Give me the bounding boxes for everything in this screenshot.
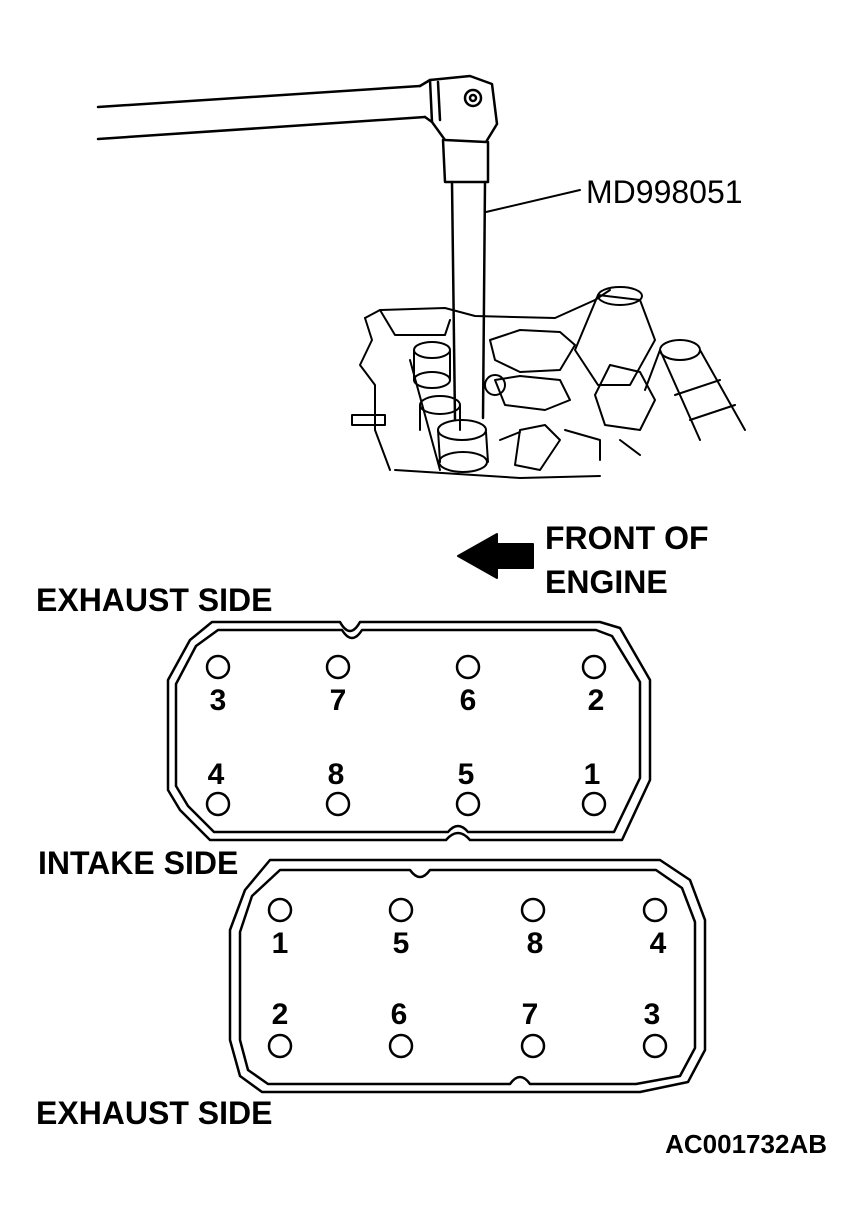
upper-bolt-number: 2 — [587, 684, 605, 717]
bolt-hole-icon — [267, 1033, 293, 1059]
lower-bolt-number: 7 — [521, 998, 539, 1031]
wrench-illustration — [96, 74, 581, 422]
bolt-hole-icon — [388, 897, 414, 923]
lower-exhaust-side-label: EXHAUST SIDE — [36, 1095, 273, 1131]
bolt-hole-icon — [325, 791, 351, 817]
bolt-hole-icon — [642, 897, 668, 923]
upper-exhaust-side-label: EXHAUST SIDE — [36, 582, 273, 618]
bolt-hole-icon — [205, 791, 231, 817]
intake-side-label: INTAKE SIDE — [38, 845, 239, 881]
upper-bolt-number: 7 — [329, 684, 347, 717]
figure-code: AC001732AB — [665, 1129, 827, 1159]
lower-bolt-holes — [267, 897, 668, 1059]
front-arrow-icon — [457, 533, 534, 579]
upper-head-outline — [166, 620, 652, 842]
lower-bolt-number: 8 — [526, 927, 544, 960]
lower-bolt-number: 4 — [649, 927, 667, 960]
upper-bolt-number: 4 — [207, 758, 225, 791]
lower-bolt-number: 2 — [271, 998, 289, 1031]
bolt-hole-icon — [455, 791, 481, 817]
upper-bolt-number: 1 — [583, 758, 601, 791]
tool-callout-label: MD998051 — [586, 174, 743, 210]
upper-bolt-holes — [205, 654, 607, 817]
bolt-hole-icon — [642, 1033, 668, 1059]
bolt-hole-icon — [520, 897, 546, 923]
upper-bolt-number: 5 — [457, 758, 475, 791]
bolt-hole-icon — [455, 654, 481, 680]
front-label-line1: FRONT OF — [545, 520, 709, 556]
bolt-hole-icon — [267, 897, 293, 923]
lower-bolt-number: 5 — [392, 927, 410, 960]
bolt-hole-icon — [581, 791, 607, 817]
lower-bolt-number: 6 — [390, 998, 408, 1031]
bolt-hole-icon — [520, 1033, 546, 1059]
bolt-hole-icon — [205, 654, 231, 680]
lower-bolt-number: 3 — [643, 998, 661, 1031]
bolt-hole-icon — [325, 654, 351, 680]
engine-head-illustration — [351, 286, 746, 479]
front-label-line2: ENGINE — [545, 564, 668, 600]
upper-bolt-number: 3 — [209, 684, 227, 717]
lower-head-outline — [228, 858, 707, 1094]
bolt-hole-icon — [581, 654, 607, 680]
upper-bolt-number: 8 — [327, 758, 345, 791]
lower-bolt-number: 1 — [271, 927, 289, 960]
upper-bolt-number: 6 — [459, 684, 477, 717]
bolt-hole-icon — [388, 1033, 414, 1059]
